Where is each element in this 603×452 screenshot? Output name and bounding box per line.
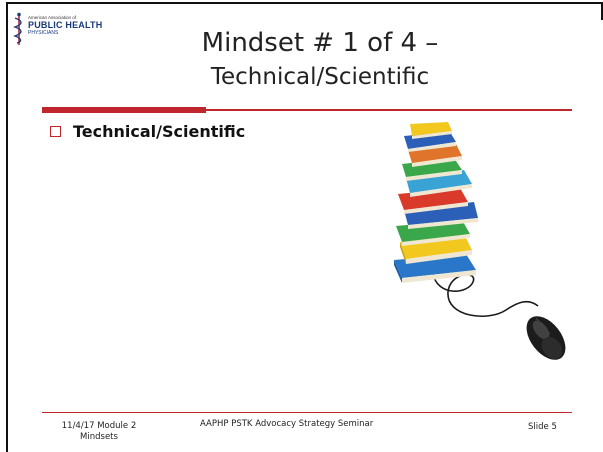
aaphp-logo: American Association of PUBLIC HEALTH PH… xyxy=(12,12,122,46)
bullet-label: Technical/Scientific xyxy=(73,122,246,141)
footer-module-line: Mindsets xyxy=(80,432,118,442)
slide-border-top xyxy=(6,2,603,4)
square-bullet-icon xyxy=(50,126,61,137)
slide-border-left xyxy=(6,2,8,452)
books-with-computer-mouse-image xyxy=(378,122,574,380)
title-divider xyxy=(42,109,572,111)
slide-title-line-2: Technical/Scientific xyxy=(210,64,430,90)
footer-slide-number: Slide 5 xyxy=(528,422,557,432)
footer-date-line: 11/4/17 Module 2 xyxy=(61,421,137,431)
computer-mouse-icon xyxy=(526,316,566,360)
book-stack-icon xyxy=(394,122,478,283)
slide-title-line-1: Mindset # 1 of 4 – xyxy=(201,28,439,58)
caduceus-icon xyxy=(13,12,22,45)
slide-border-right xyxy=(601,2,603,20)
footer-divider xyxy=(42,412,572,413)
footer-date-module: 11/4/17 Module 2 Mindsets xyxy=(54,421,144,443)
logo-organization-suffix: PHYSICIANS xyxy=(28,30,59,36)
bullet-item: Technical/Scientific xyxy=(50,122,245,141)
footer-seminar-title: AAPHP PSTK Advocacy Strategy Seminar xyxy=(200,419,374,429)
logo-organization-name: PUBLIC HEALTH xyxy=(28,20,103,30)
logo-organization-prefix: American Association of xyxy=(28,15,77,20)
slide-title: Mindset # 1 of 4 – Technical/Scientific xyxy=(130,26,510,94)
